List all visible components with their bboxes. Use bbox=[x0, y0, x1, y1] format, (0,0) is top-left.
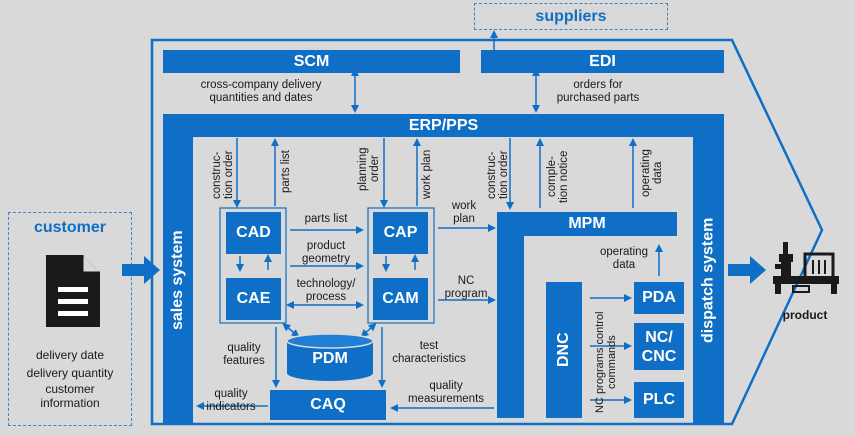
quality-features-label: quality features bbox=[214, 342, 274, 368]
operating-data-v-b: data bbox=[652, 161, 664, 185]
work-plan-vertical-label: work plan bbox=[421, 149, 433, 199]
scm-note-line-1: cross-company delivery bbox=[200, 79, 322, 91]
edi-note-line-1: orders for bbox=[573, 79, 623, 91]
cap-box: CAP bbox=[373, 212, 428, 254]
quality-measurements-label: quality measurements bbox=[398, 380, 494, 406]
technology-process-2: process bbox=[305, 291, 347, 303]
edi-note: orders for purchased parts bbox=[546, 79, 650, 105]
operating-data-v-a: operating bbox=[640, 149, 652, 197]
construction-order-2-label: construc- tion order bbox=[486, 147, 510, 203]
edi-note-line-2: purchased parts bbox=[556, 92, 640, 104]
mpm-box: MPM bbox=[497, 212, 677, 236]
dispatch-system-column: dispatch system bbox=[699, 217, 717, 344]
mpm-bar-vertical bbox=[497, 212, 524, 418]
customer-info-2: information bbox=[40, 396, 100, 410]
completion-notice-b: tion notice bbox=[558, 150, 570, 204]
quality-features-2: features bbox=[223, 355, 265, 367]
quality-measurements-1: quality bbox=[429, 380, 463, 392]
nc-program-label: NC program bbox=[436, 275, 496, 301]
operating-data-2: data bbox=[612, 259, 636, 271]
edi-box: EDI bbox=[481, 50, 724, 73]
completion-notice-label: comple- tion notice bbox=[546, 147, 570, 207]
caq-box: CAQ bbox=[270, 390, 386, 420]
scm-note-line-2: quantities and dates bbox=[209, 92, 313, 104]
suppliers-box: suppliers bbox=[474, 3, 668, 30]
document-icon bbox=[46, 255, 100, 327]
nc-programs-label: NC programs control commands bbox=[594, 306, 618, 418]
cae-box: CAE bbox=[226, 278, 281, 320]
test-characteristics-1: test bbox=[419, 340, 439, 352]
planning-order-a: planning bbox=[357, 147, 369, 191]
quality-indicators-1: quality bbox=[214, 388, 248, 400]
operating-data-vertical-label: operating data bbox=[640, 147, 664, 199]
dnc-box: DNC bbox=[546, 282, 582, 418]
nc-program-1: NC bbox=[457, 275, 475, 287]
customer-title: customer bbox=[33, 219, 107, 236]
operating-data-1: operating bbox=[600, 246, 648, 258]
pdm-label: PDM bbox=[312, 350, 348, 367]
scm-box: SCM bbox=[163, 50, 460, 73]
customer-box: customer delivery date delivery quantity… bbox=[8, 212, 132, 426]
suppliers-label: suppliers bbox=[535, 8, 607, 25]
nc-program-2: program bbox=[444, 288, 488, 300]
plc-box: PLC bbox=[634, 382, 684, 418]
factory-machine-icon bbox=[773, 242, 839, 294]
construction-order-2-b: tion order bbox=[498, 150, 510, 200]
customer-delivery-quantity: delivery quantity bbox=[26, 366, 114, 380]
product-label: product bbox=[782, 308, 828, 322]
scm-note: cross-company delivery quantities and da… bbox=[178, 79, 344, 105]
construction-order-label: construc- tion order bbox=[211, 147, 235, 203]
nc-cnc-line-2: CNC bbox=[641, 347, 677, 365]
pda-box: PDA bbox=[634, 282, 684, 314]
planning-order-label: planning order bbox=[357, 147, 381, 191]
test-characteristics-2: characteristics bbox=[392, 353, 466, 365]
technology-process-1: technology/ bbox=[296, 278, 356, 290]
nc-cnc-line-1: NC/ bbox=[645, 328, 673, 346]
nc-programs-1: NC programs bbox=[594, 347, 606, 413]
erp-pps-box: ERP/PPS bbox=[163, 114, 724, 137]
completion-notice-a: comple- bbox=[546, 156, 558, 198]
sales-system-column: sales system bbox=[169, 230, 186, 331]
planning-order-b: order bbox=[369, 155, 381, 183]
technology-process-label: technology/ process bbox=[288, 278, 364, 304]
customer-delivery-date: delivery date bbox=[35, 348, 105, 362]
quality-measurements-2: measurements bbox=[407, 393, 485, 405]
quality-indicators-label: quality indicators bbox=[200, 388, 262, 414]
operating-data-label: operating data bbox=[594, 246, 654, 272]
pdm-database bbox=[286, 333, 374, 381]
product-geometry-1: product bbox=[306, 240, 346, 252]
construction-order-b: tion order bbox=[223, 150, 235, 200]
construction-order-a: construc- bbox=[211, 151, 223, 199]
product-geometry-2: geometry bbox=[302, 253, 350, 265]
work-plan-2: plan bbox=[453, 213, 475, 225]
construction-order-2-a: construc- bbox=[486, 151, 498, 199]
nc-cnc-box: NC/ CNC bbox=[634, 323, 684, 370]
quality-indicators-2: indicators bbox=[206, 401, 256, 413]
customer-info-1: customer bbox=[45, 382, 95, 396]
test-characteristics-label: test characteristics bbox=[384, 340, 474, 366]
parts-list-vertical-label: parts list bbox=[280, 150, 292, 194]
cam-box: CAM bbox=[373, 278, 428, 320]
product-geometry-label: product geometry bbox=[292, 240, 360, 266]
work-plan-1: work bbox=[451, 200, 477, 212]
work-plan-label: work plan bbox=[442, 200, 486, 226]
cad-box: CAD bbox=[226, 212, 281, 254]
quality-features-1: quality bbox=[227, 342, 261, 354]
parts-list-label: parts list bbox=[304, 213, 348, 225]
